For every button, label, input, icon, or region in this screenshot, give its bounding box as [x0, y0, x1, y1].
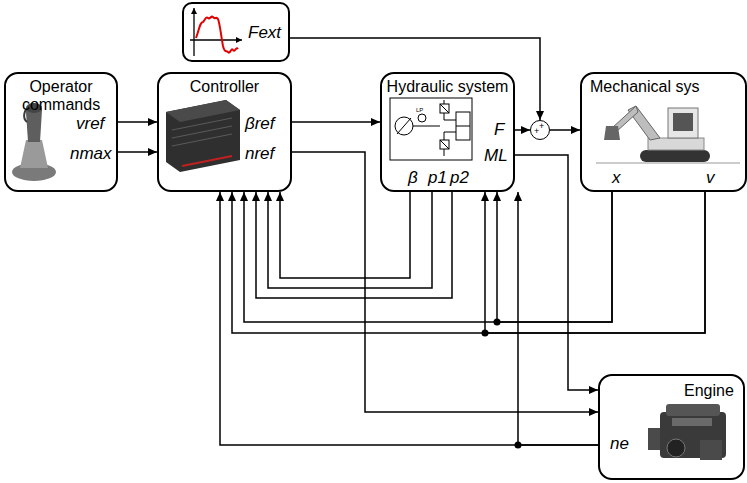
junction-dot — [482, 330, 489, 337]
signal-name: x — [612, 168, 621, 188]
signal-arrow — [497, 192, 612, 322]
signal-name: nmax — [70, 144, 112, 164]
excavator-picture — [596, 106, 740, 163]
sign-label: + — [539, 122, 544, 131]
box-heading: Controller — [163, 78, 286, 96]
signal-name: ne — [610, 434, 629, 454]
junction-dot — [515, 442, 522, 449]
operator-box: Operator commandsvref nmax — [4, 72, 118, 192]
force-graph — [190, 8, 242, 56]
signal-arrow — [220, 192, 598, 445]
hydraulic-schematic: LP — [390, 98, 472, 160]
hydraulic-box: Hydraulic systemF ML β p1p2 — [380, 72, 515, 192]
signal-name: v — [706, 168, 715, 188]
signal-arrow — [256, 192, 452, 298]
engine-box: Engine ne — [598, 374, 745, 480]
signal-arrow — [515, 129, 530, 131]
force-box: Fext — [182, 2, 290, 62]
signal-arrow — [550, 129, 580, 131]
svg-text:LP: LP — [416, 107, 423, 113]
controller-box: Controller βref nref — [157, 72, 292, 192]
signal-arrow — [118, 151, 157, 153]
box-heading: Mechanical sys — [590, 78, 699, 96]
signal-name: nref — [245, 144, 274, 164]
signal-arrow — [518, 192, 598, 445]
signal-name: p1 — [428, 168, 447, 188]
signal-name: βref — [245, 114, 275, 134]
signal-name: β — [408, 168, 418, 188]
signal-arrow — [232, 192, 705, 333]
signal-name: Fext — [248, 23, 281, 43]
signal-arrow — [292, 121, 380, 123]
mechanical-box: Mechanical sys x v — [580, 72, 747, 192]
signal-arrow — [118, 121, 157, 123]
signal-name: ML — [484, 146, 508, 166]
box-heading: Operator commands — [10, 78, 112, 113]
sign-label: + — [534, 127, 539, 136]
signal-arrow — [290, 38, 540, 120]
signal-arrow — [268, 192, 432, 288]
signal-arrow — [244, 192, 612, 322]
box-heading: Engine — [684, 382, 734, 400]
signal-arrow — [280, 192, 410, 278]
signal-arrow — [515, 155, 598, 390]
signal-name: vref — [76, 114, 104, 134]
signal-name: F — [494, 120, 504, 140]
box-heading: Hydraulic system — [386, 78, 509, 96]
signal-name: p2 — [450, 168, 469, 188]
controller-device — [166, 100, 240, 172]
summing-junction: ++ — [530, 120, 550, 140]
joystick-icon — [12, 103, 56, 181]
engine-picture — [648, 404, 726, 460]
junction-dot — [494, 319, 501, 326]
